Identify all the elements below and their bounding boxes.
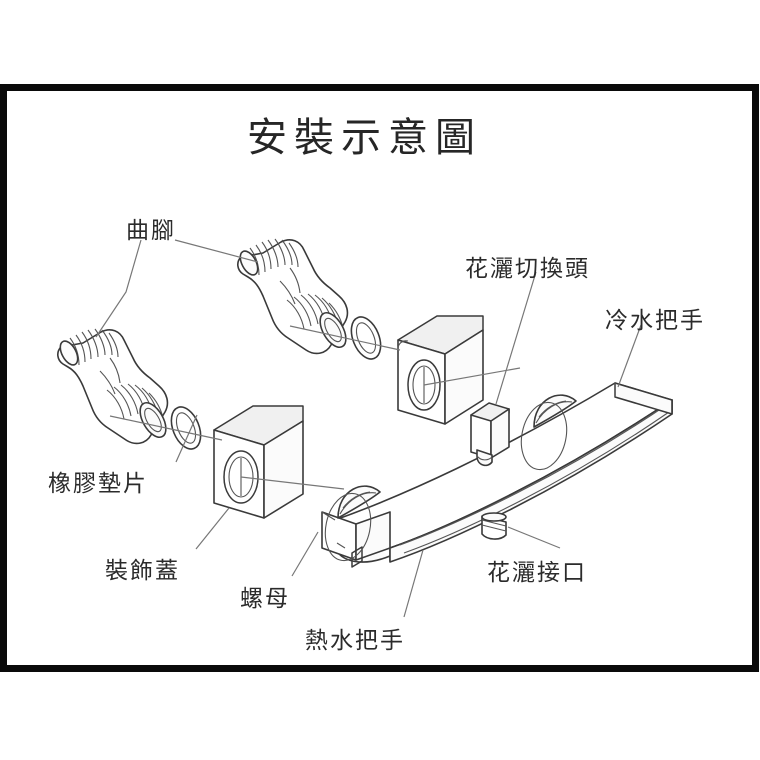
part-handle-hot [324, 485, 381, 562]
part-handle-cold [520, 394, 577, 471]
part-faucet-body [321, 382, 673, 568]
label-rubber-gasket: 橡膠墊片 [48, 471, 148, 497]
leader-nut [291, 531, 319, 577]
leader-lines [95, 239, 642, 618]
leader-cold-handle [617, 324, 642, 388]
part-gasket-upper [350, 316, 382, 360]
leader-gasket-lower [175, 414, 198, 463]
label-nut: 螺母 [240, 586, 290, 612]
leader-cover-lower [195, 507, 230, 550]
label-hot-handle: 熱水把手 [305, 628, 405, 654]
diagram-border [0, 84, 759, 672]
leader-cover-lower-hole [240, 476, 345, 490]
leader-elbow-lower [95, 239, 142, 338]
axis-upper [289, 325, 401, 351]
label-shower-port: 花灑接口 [487, 560, 587, 586]
label-decorative-cap: 裝飾蓋 [105, 558, 180, 584]
part-elbow-upper [237, 238, 349, 355]
page-title: 安裝示意圖 [247, 115, 482, 161]
leader-hot-handle [403, 549, 424, 618]
part-shower-outlet [481, 512, 507, 540]
part-nut [336, 542, 346, 549]
part-gasket-lower [170, 406, 202, 450]
label-diverter-head: 花灑切換頭 [465, 256, 590, 282]
part-diverter-head [470, 402, 510, 467]
part-cover-lower [213, 405, 304, 519]
label-elbow: 曲腳 [126, 218, 176, 244]
part-cover-upper [397, 315, 484, 425]
leader-diverter [495, 271, 537, 405]
label-cold-handle: 冷水把手 [605, 308, 705, 334]
leader-elbow-upper [174, 239, 259, 263]
leader-shower-port [507, 526, 561, 549]
part-elbow-lower [57, 328, 169, 445]
axis-lower [109, 415, 223, 441]
leader-cover-upper-hole [423, 367, 521, 386]
